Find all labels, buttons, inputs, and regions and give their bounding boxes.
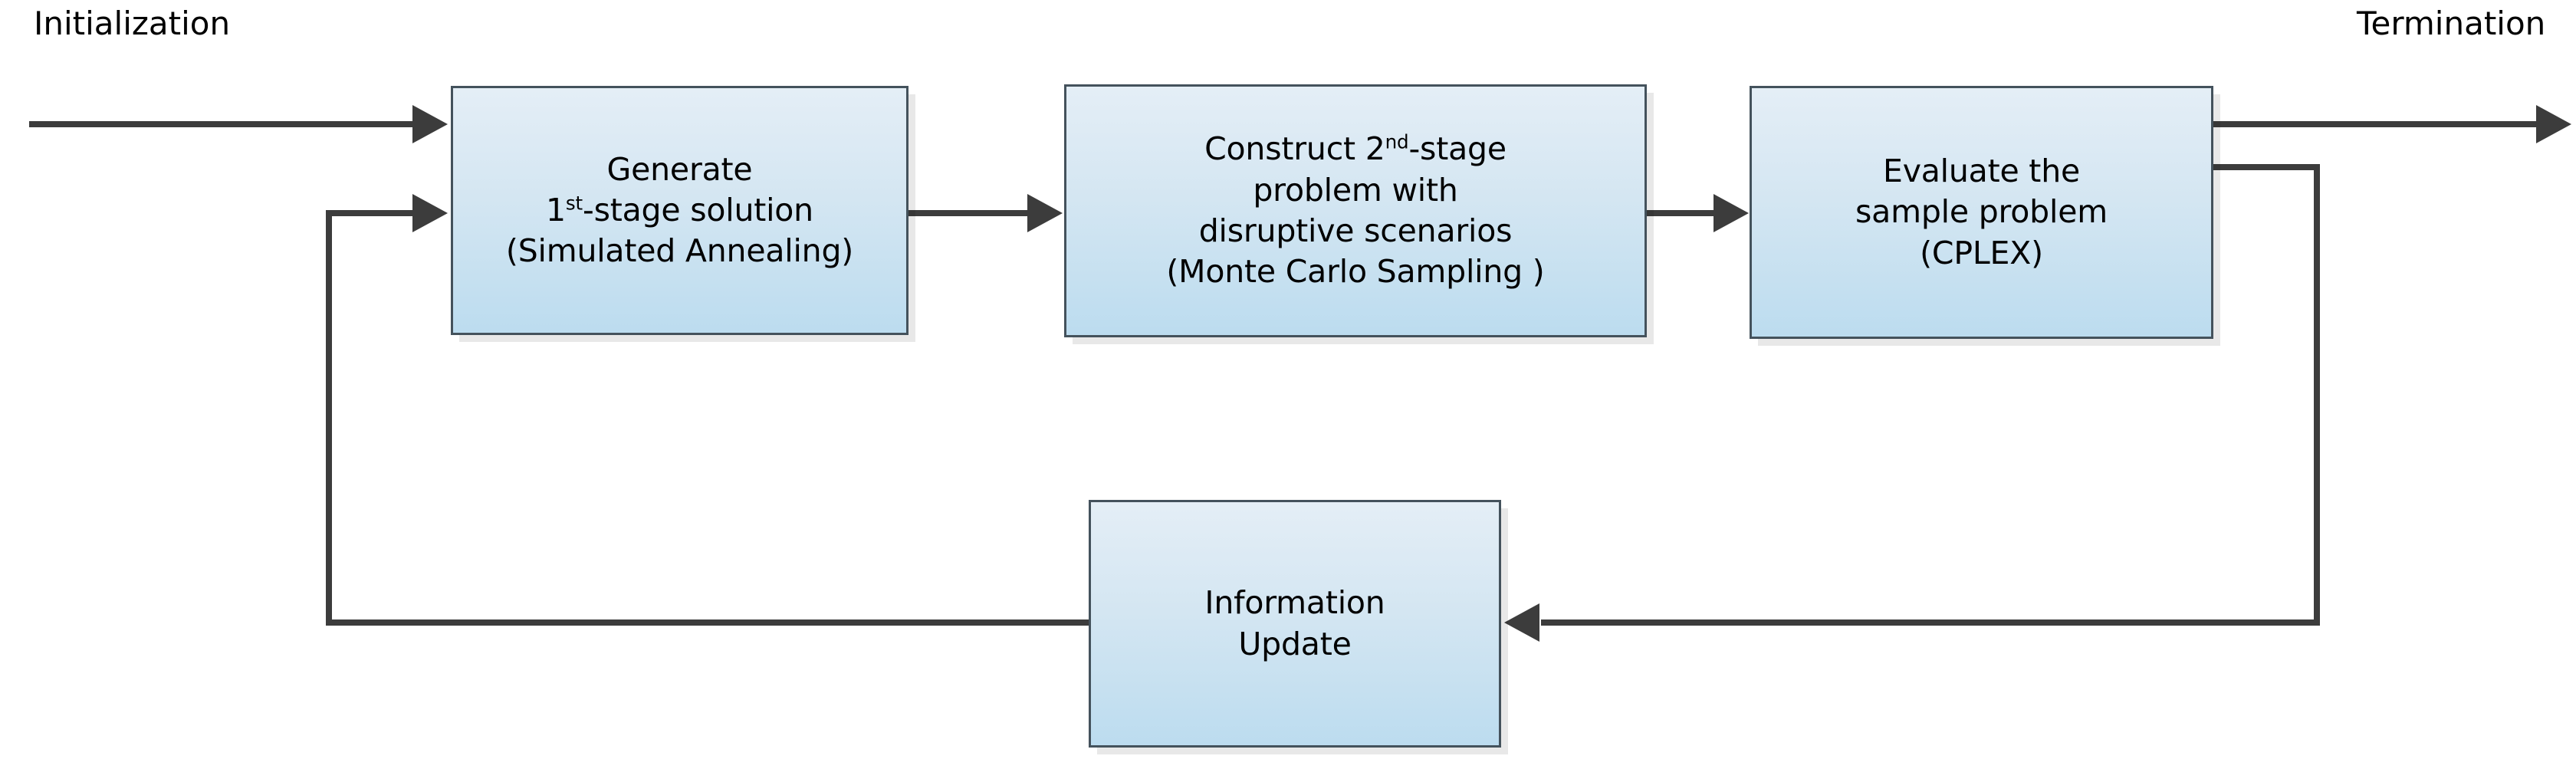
node-construct-line-4: (Monte Carlo Sampling ) [1166, 253, 1545, 291]
node-generate-line-1: Generate [606, 150, 753, 188]
edge-evaluate-to-info-arrowhead [1504, 603, 1539, 642]
edge-info-to-generate-left-segment [326, 210, 332, 626]
node-information-update-line-2: Update [1238, 625, 1352, 662]
edge-info-to-generate-top-segment [326, 210, 412, 216]
node-construct-line-1-suffix: -stage [1408, 130, 1506, 168]
node-construct-line-1-sup: nd [1385, 130, 1409, 153]
node-evaluate-line-3: (CPLEX) [1920, 234, 2043, 271]
node-construct-line-3: disruptive scenarios [1198, 212, 1513, 249]
node-generate-first-stage-solution[interactable]: Generate 1st-stage solution (Simulated A… [451, 86, 909, 335]
node-evaluate-line-1: Evaluate the [1882, 153, 2080, 190]
edge-info-to-generate-bottom-segment [326, 619, 1091, 626]
node-generate-line-2: 1st-stage solution [458, 190, 902, 231]
node-evaluate-sample-problem[interactable]: Evaluate the sample problem (CPLEX) [1750, 86, 2213, 339]
node-construct-line-1-prefix: Construct 2 [1204, 130, 1385, 168]
node-generate-text: Generate 1st-stage solution (Simulated A… [453, 150, 906, 272]
edge-init-to-generate-arrowhead [412, 105, 448, 143]
edge-info-to-generate-arrowhead [412, 194, 448, 232]
edge-generate-to-construct-line [909, 210, 1027, 216]
edge-evaluate-to-termination-arrowhead [2536, 105, 2571, 143]
node-information-update-line-1: Information [1204, 584, 1385, 622]
node-construct-second-stage-problem[interactable]: Construct 2nd-stage problem with disrupt… [1064, 84, 1647, 337]
node-construct-line-2: problem with [1253, 171, 1458, 209]
node-construct-text: Construct 2nd-stage problem with disrupt… [1066, 129, 1644, 292]
edge-construct-to-evaluate-line [1647, 210, 1714, 216]
node-information-update-text: Information Update [1091, 583, 1499, 665]
termination-label: Termination [2357, 5, 2546, 42]
node-construct-line-1: Construct 2nd-stage [1071, 129, 1640, 169]
node-generate-line-2-sup: st [565, 192, 583, 215]
initialization-label: Initialization [34, 5, 231, 42]
edge-generate-to-construct-arrowhead [1027, 194, 1063, 232]
node-evaluate-line-2: sample problem [1855, 193, 2108, 231]
edge-evaluate-to-info-top-segment [2211, 164, 2320, 170]
edge-evaluate-to-termination-line [2211, 121, 2536, 127]
node-evaluate-text: Evaluate the sample problem (CPLEX) [1752, 151, 2211, 274]
node-generate-line-2-prefix: 1 [546, 191, 566, 228]
edge-construct-to-evaluate-arrowhead [1714, 194, 1749, 232]
node-generate-line-3: (Simulated Annealing) [505, 232, 854, 270]
edge-evaluate-to-info-bottom-segment [1541, 619, 2320, 626]
edge-evaluate-to-info-right-segment [2314, 164, 2320, 626]
node-generate-line-2-suffix: -stage solution [582, 191, 813, 228]
node-information-update[interactable]: Information Update [1089, 500, 1501, 748]
edge-init-to-generate-line [29, 121, 412, 127]
